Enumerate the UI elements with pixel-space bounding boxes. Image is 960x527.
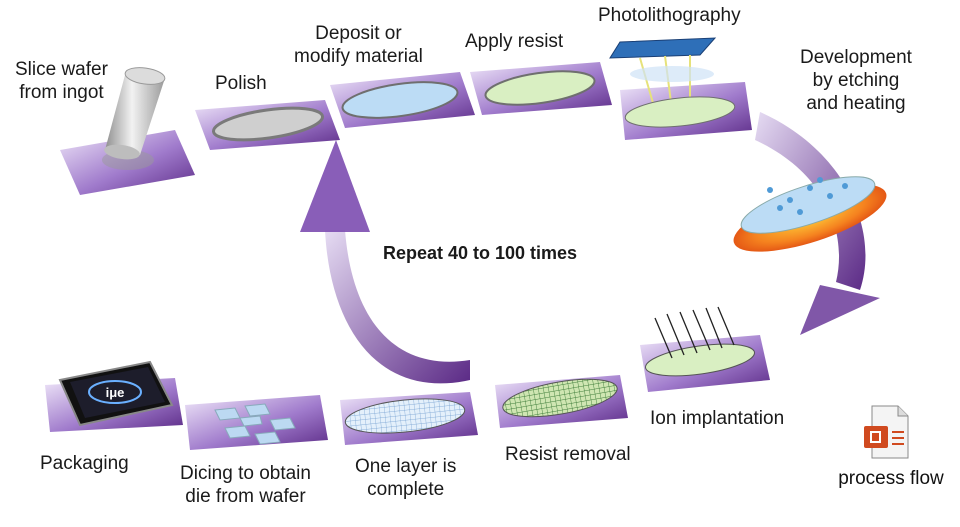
wafer-deposit-icon [341, 81, 459, 119]
label-photolithography: Photolithography [598, 5, 741, 26]
arrow-left-up [325, 230, 470, 384]
label-dicing: Dicing to obtain die from wafer [180, 463, 311, 507]
attachment-label[interactable]: process flow [838, 468, 944, 489]
cycle-label: Repeat 40 to 100 times [382, 243, 578, 263]
label-one-layer: One layer is complete [355, 456, 457, 500]
label-resist-removal: Resist removal [505, 444, 631, 465]
ion-implantation-icon [645, 306, 755, 377]
powerpoint-file-icon[interactable] [862, 404, 912, 460]
etching-wafer-icon [733, 176, 887, 252]
label-polish: Polish [215, 73, 267, 94]
wafer-complete-icon [344, 398, 466, 434]
label-packaging: Packaging [40, 453, 129, 474]
wafer-polish-icon [212, 106, 324, 142]
label-deposit: Deposit or modify material [294, 23, 423, 67]
label-apply-resist: Apply resist [465, 31, 564, 52]
dies-icon [214, 403, 296, 445]
label-slice: Slice wafer from ingot [15, 59, 108, 103]
ingot-icon [102, 67, 166, 170]
photolithography-icon [609, 37, 736, 128]
wafer-pattern-icon [502, 378, 618, 418]
wafer-resist-icon [484, 70, 596, 106]
label-development: Development by etching and heating [800, 47, 912, 114]
packaged-chip-icon: iμe [58, 360, 174, 427]
label-ion-implantation: Ion implantation [650, 408, 785, 429]
chip-logo: iμe [106, 385, 125, 400]
